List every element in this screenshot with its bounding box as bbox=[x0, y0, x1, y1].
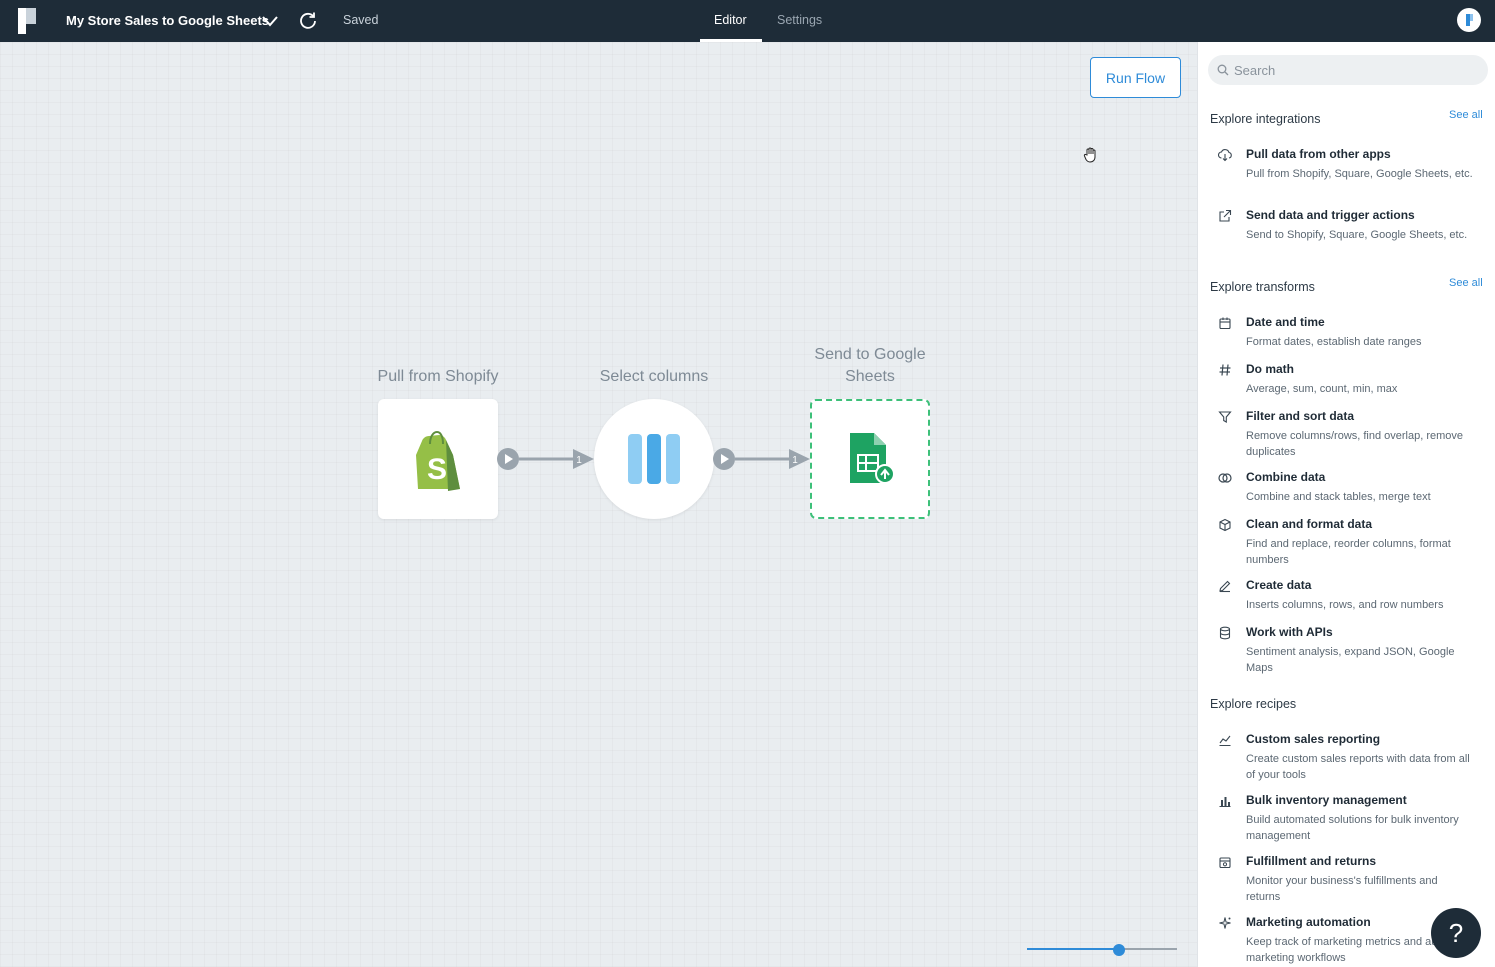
node-label-google-sheets: Send to Google Sheets bbox=[814, 346, 926, 385]
item-title: Combine data bbox=[1246, 470, 1326, 484]
external-link-icon bbox=[1219, 209, 1232, 222]
item-description: Keep track of marketing metrics and auto… bbox=[1246, 936, 1471, 964]
shopify-icon: S bbox=[416, 430, 460, 491]
flow-canvas[interactable] bbox=[0, 42, 1197, 967]
item-title: Pull data from other apps bbox=[1246, 147, 1391, 161]
item-description: Inserts columns, rows, and row numbers bbox=[1246, 599, 1444, 611]
node-label-shopify: Pull from Shopify bbox=[377, 368, 499, 385]
user-logo-icon bbox=[1466, 14, 1473, 26]
tab-editor[interactable]: Editor bbox=[714, 13, 747, 27]
saved-status: Saved bbox=[343, 13, 379, 27]
sparkle-icon bbox=[1219, 917, 1231, 929]
section-title-integrations: Explore integrations bbox=[1210, 112, 1321, 126]
see-all-integrations-link[interactable]: See all bbox=[1449, 109, 1483, 121]
flow-title[interactable]: My Store Sales to Google Sheets bbox=[66, 13, 269, 28]
cube-icon bbox=[1219, 518, 1231, 532]
pencil-icon bbox=[1219, 580, 1231, 593]
active-tab-indicator bbox=[700, 39, 762, 42]
line-chart-icon bbox=[1219, 735, 1231, 746]
search-input[interactable] bbox=[1234, 55, 1479, 85]
overlap-circles-icon bbox=[1218, 473, 1232, 483]
refresh-icon[interactable] bbox=[298, 10, 318, 30]
item-description: Build automated solutions for bulk inven… bbox=[1246, 814, 1459, 842]
run-flow-button[interactable]: Run Flow bbox=[1090, 57, 1181, 98]
item-description: Sentiment analysis, expand JSON, Google … bbox=[1246, 646, 1455, 674]
item-title: Clean and format data bbox=[1246, 517, 1373, 531]
search-box[interactable] bbox=[1208, 55, 1488, 85]
item-title: Custom sales reporting bbox=[1246, 732, 1381, 746]
node-pull-from-shopify[interactable]: S bbox=[378, 399, 498, 519]
sidebar: Explore integrations See all Pull data f… bbox=[1197, 42, 1495, 967]
see-all-transforms-link[interactable]: See all bbox=[1449, 277, 1483, 289]
app-logo-icon[interactable] bbox=[18, 8, 38, 34]
item-title: Work with APIs bbox=[1246, 625, 1333, 639]
section-title-recipes: Explore recipes bbox=[1210, 697, 1297, 711]
tab-settings[interactable]: Settings bbox=[777, 13, 823, 27]
item-description: Combine and stack tables, merge text bbox=[1246, 491, 1431, 503]
calendar-icon bbox=[1219, 317, 1231, 330]
item-title: Do math bbox=[1246, 362, 1294, 376]
svg-text:S: S bbox=[427, 453, 447, 486]
hand-cursor-icon bbox=[1083, 147, 1096, 163]
section-title-transforms: Explore transforms bbox=[1210, 280, 1315, 294]
item-title: Create data bbox=[1246, 578, 1312, 592]
cloud-download-icon bbox=[1218, 149, 1232, 162]
connector-shopify-to-select[interactable]: 1 bbox=[497, 447, 597, 471]
item-description: Pull from Shopify, Square, Google Sheets… bbox=[1246, 168, 1473, 180]
top-bar: My Store Sales to Google Sheets Saved Ed… bbox=[0, 0, 1495, 42]
item-description: Format dates, establish date ranges bbox=[1246, 336, 1422, 348]
item-title: Filter and sort data bbox=[1246, 409, 1355, 423]
item-description: Send to Shopify, Square, Google Sheets, … bbox=[1246, 229, 1468, 241]
item-title: Marketing automation bbox=[1246, 915, 1371, 929]
connector-select-to-sheets[interactable]: 1 bbox=[713, 447, 813, 471]
columns-icon bbox=[628, 434, 680, 484]
zoom-slider-thumb[interactable] bbox=[1112, 944, 1125, 956]
item-description: Find and replace, reorder columns, forma… bbox=[1246, 538, 1451, 566]
zoom-slider-track[interactable] bbox=[1027, 948, 1177, 950]
connector-count: 1 bbox=[576, 455, 582, 466]
item-description: Average, sum, count, min, max bbox=[1246, 383, 1398, 395]
item-title: Send data and trigger actions bbox=[1246, 208, 1415, 222]
node-label-select-columns: Select columns bbox=[599, 368, 709, 385]
item-title: Bulk inventory management bbox=[1246, 793, 1407, 807]
hash-icon bbox=[1219, 364, 1231, 376]
node-select-columns[interactable] bbox=[594, 399, 714, 519]
item-description: Remove columns/rows, find overlap, remov… bbox=[1246, 430, 1464, 458]
item-description: Create custom sales reports with data fr… bbox=[1246, 753, 1470, 781]
item-description: Monitor your business's fulfillments and… bbox=[1246, 875, 1438, 903]
zoom-slider-fill bbox=[1027, 948, 1119, 950]
connector-count: 1 bbox=[792, 455, 798, 466]
bar-chart-icon bbox=[1219, 797, 1231, 807]
item-title: Date and time bbox=[1246, 315, 1325, 329]
node-send-to-google-sheets[interactable] bbox=[810, 399, 930, 519]
chevron-down-icon[interactable] bbox=[260, 12, 280, 30]
google-sheets-icon bbox=[850, 433, 895, 484]
item-title: Fulfillment and returns bbox=[1246, 854, 1377, 868]
filter-icon bbox=[1218, 411, 1232, 423]
search-icon bbox=[1217, 64, 1229, 76]
help-button[interactable]: ? bbox=[1431, 908, 1481, 958]
avatar[interactable] bbox=[1457, 8, 1481, 32]
database-icon bbox=[1219, 626, 1231, 640]
package-icon bbox=[1219, 857, 1231, 869]
